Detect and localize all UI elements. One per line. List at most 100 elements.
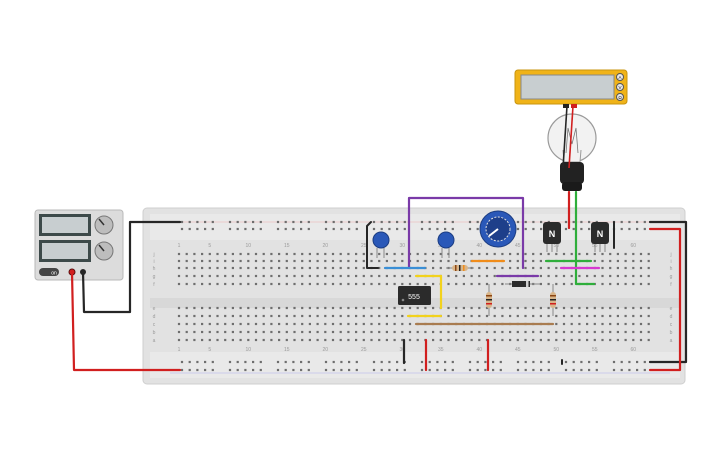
- breadboard-hole[interactable]: [401, 338, 404, 342]
- breadboard-hole[interactable]: [451, 368, 454, 372]
- breadboard-hole[interactable]: [524, 360, 527, 364]
- breadboard-hole[interactable]: [478, 282, 481, 286]
- breadboard-hole[interactable]: [362, 314, 365, 318]
- breadboard-hole[interactable]: [499, 360, 502, 364]
- breadboard-hole[interactable]: [380, 227, 383, 231]
- breadboard-hole[interactable]: [254, 330, 258, 334]
- probe-socket-com[interactable]: [563, 104, 569, 108]
- breadboard-hole[interactable]: [408, 306, 412, 310]
- breadboard-hole[interactable]: [270, 314, 273, 318]
- breadboard-hole[interactable]: [177, 314, 181, 318]
- breadboard-hole[interactable]: [347, 306, 350, 310]
- breadboard-hole[interactable]: [285, 266, 288, 270]
- breadboard-hole[interactable]: [236, 227, 239, 231]
- breadboard-hole[interactable]: [562, 252, 566, 256]
- breadboard-hole[interactable]: [316, 314, 319, 318]
- breadboard-hole[interactable]: [224, 282, 227, 286]
- breadboard-hole[interactable]: [501, 306, 504, 310]
- breadboard-hole[interactable]: [578, 338, 581, 342]
- breadboard-hole[interactable]: [578, 252, 581, 256]
- breadboard-hole[interactable]: [331, 274, 335, 278]
- breadboard-hole[interactable]: [362, 338, 365, 342]
- purple-wire-loop[interactable]: [407, 196, 525, 270]
- breadboard-hole[interactable]: [185, 282, 188, 286]
- breadboard-hole[interactable]: [372, 220, 376, 224]
- breadboard-hole[interactable]: [555, 274, 558, 278]
- breadboard-hole[interactable]: [193, 259, 196, 263]
- breadboard-hole[interactable]: [586, 314, 589, 318]
- breadboard-hole[interactable]: [401, 330, 404, 334]
- breadboard-hole[interactable]: [316, 338, 319, 342]
- breadboard-hole[interactable]: [468, 220, 472, 224]
- breadboard-hole[interactable]: [408, 330, 412, 334]
- breadboard-hole[interactable]: [324, 322, 327, 326]
- breadboard-hole[interactable]: [278, 266, 281, 270]
- breadboard-hole[interactable]: [331, 322, 335, 326]
- breadboard-hole[interactable]: [620, 368, 623, 372]
- breadboard-hole[interactable]: [340, 368, 343, 372]
- breadboard-hole[interactable]: [293, 330, 296, 334]
- breadboard-hole[interactable]: [478, 252, 481, 256]
- breadboard-hole[interactable]: [292, 368, 295, 372]
- breadboard-hole[interactable]: [593, 314, 596, 318]
- breadboard-hole[interactable]: [539, 252, 542, 256]
- breadboard-hole[interactable]: [447, 274, 450, 278]
- breadboard-hole[interactable]: [293, 322, 296, 326]
- breadboard-hole[interactable]: [586, 338, 589, 342]
- breadboard-hole[interactable]: [636, 360, 639, 364]
- breadboard-hole[interactable]: [462, 338, 465, 342]
- breadboard-hole[interactable]: [540, 368, 543, 372]
- breadboard-hole[interactable]: [432, 306, 435, 310]
- breadboard-hole[interactable]: [408, 338, 412, 342]
- breadboard-hole[interactable]: [570, 314, 573, 318]
- breadboard-hole[interactable]: [509, 338, 512, 342]
- breadboard-hole[interactable]: [284, 220, 287, 224]
- breadboard-hole[interactable]: [285, 338, 288, 342]
- breadboard-hole[interactable]: [211, 220, 214, 224]
- breadboard-hole[interactable]: [388, 368, 391, 372]
- breadboard-hole[interactable]: [231, 322, 234, 326]
- breadboard-hole[interactable]: [639, 282, 643, 286]
- breadboard-hole[interactable]: [524, 259, 527, 263]
- breadboard-hole[interactable]: [347, 330, 350, 334]
- breadboard-hole[interactable]: [380, 368, 383, 372]
- green-wire-2[interactable]: [574, 190, 596, 286]
- breadboard-hole[interactable]: [316, 306, 319, 310]
- breadboard-hole[interactable]: [516, 259, 519, 263]
- breadboard-hole[interactable]: [647, 252, 650, 256]
- breadboard-hole[interactable]: [239, 314, 242, 318]
- breadboard-hole[interactable]: [316, 252, 319, 256]
- breadboard-hole[interactable]: [378, 266, 381, 270]
- breadboard-hole[interactable]: [385, 338, 388, 342]
- breadboard-hole[interactable]: [324, 360, 328, 364]
- breadboard-hole[interactable]: [332, 360, 335, 364]
- breadboard-hole[interactable]: [516, 330, 519, 334]
- multimeter[interactable]: A V Ω: [514, 69, 628, 108]
- breadboard-hole[interactable]: [601, 306, 604, 310]
- breadboard-hole[interactable]: [639, 274, 643, 278]
- breadboard-hole[interactable]: [643, 368, 646, 372]
- breadboard-hole[interactable]: [177, 330, 181, 334]
- breadboard-hole[interactable]: [301, 266, 304, 270]
- breadboard-hole[interactable]: [285, 306, 288, 310]
- breadboard-hole[interactable]: [416, 252, 419, 256]
- breadboard-hole[interactable]: [292, 227, 295, 231]
- breadboard-hole[interactable]: [339, 274, 342, 278]
- breadboard-hole[interactable]: [401, 282, 404, 286]
- breadboard-hole[interactable]: [385, 282, 388, 286]
- breadboard-hole[interactable]: [524, 252, 527, 256]
- breadboard-hole[interactable]: [278, 314, 281, 318]
- breadboard-hole[interactable]: [624, 274, 627, 278]
- black-wire-supply[interactable]: [81, 220, 182, 314]
- resistor-2[interactable]: [486, 284, 492, 316]
- breadboard-hole[interactable]: [340, 227, 343, 231]
- breadboard-hole[interactable]: [239, 306, 242, 310]
- breadboard-hole[interactable]: [228, 360, 232, 364]
- breadboard-hole[interactable]: [555, 338, 558, 342]
- breadboard-hole[interactable]: [385, 322, 388, 326]
- breadboard-hole[interactable]: [547, 338, 550, 342]
- breadboard-hole[interactable]: [432, 252, 435, 256]
- breadboard-hole[interactable]: [493, 282, 496, 286]
- breadboard-hole[interactable]: [324, 330, 327, 334]
